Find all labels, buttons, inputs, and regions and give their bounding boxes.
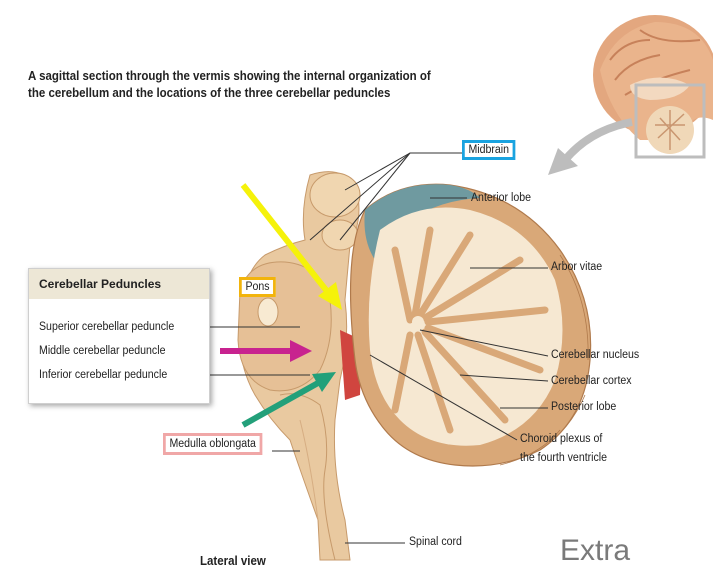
- peduncle-item-inferior: Inferior cerebellar peduncle: [39, 369, 167, 381]
- cerebellum: [351, 184, 591, 466]
- lateral-view-label: Lateral view: [200, 554, 266, 568]
- anterior-lobe-label: Anterior lobe: [471, 192, 531, 204]
- peduncles-legend-title: Cerebellar Peduncles: [29, 269, 209, 299]
- midbrain-label: Midbrain: [462, 140, 515, 160]
- peduncles-legend-box: Cerebellar Peduncles Superior cerebellar…: [28, 268, 210, 404]
- cerebellar-nucleus-label: Cerebellar nucleus: [551, 349, 639, 361]
- choroid-plexus-label-line-1: Choroid plexus of: [520, 433, 602, 445]
- inset-brain-image: [593, 15, 713, 157]
- brainstem: [238, 172, 362, 560]
- peduncle-item-middle: Middle cerebellar peduncle: [39, 345, 165, 357]
- extra-label: Extra: [560, 534, 630, 568]
- pons-label: Pons: [239, 277, 276, 297]
- spinal-cord-label: Spinal cord: [409, 536, 462, 548]
- choroid-plexus-label-line-2: the fourth ventricle: [520, 452, 607, 464]
- peduncle-item-superior: Superior cerebellar peduncle: [39, 321, 174, 333]
- medulla-oblongata-label: Medulla oblongata: [163, 433, 262, 455]
- cerebellar-cortex-label: Cerebellar cortex: [551, 375, 632, 387]
- arbor-vitae-label: Arbor vitae: [551, 261, 602, 273]
- posterior-lobe-label: Posterior lobe: [551, 401, 616, 413]
- inset-arrow: [565, 122, 632, 160]
